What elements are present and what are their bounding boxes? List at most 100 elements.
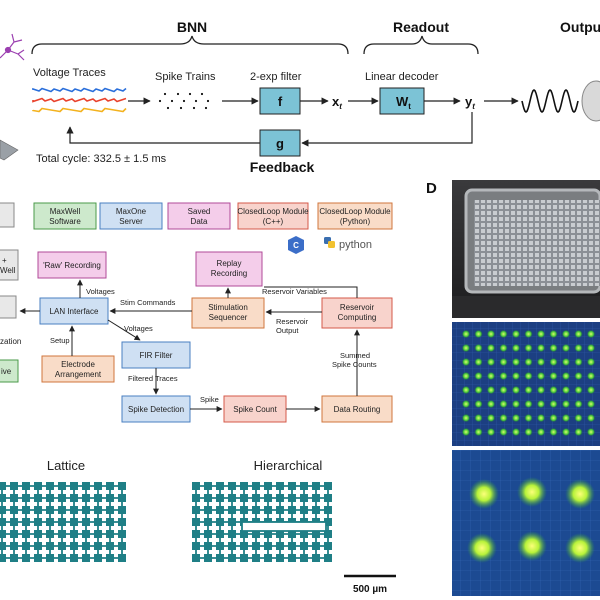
- fluorescent-dot: [474, 399, 483, 409]
- fluorescent-dot: [461, 413, 471, 423]
- node: [288, 482, 296, 490]
- fluorescent-dot: [536, 385, 546, 395]
- top-box-label-line: (Python): [340, 217, 371, 226]
- node: [82, 530, 90, 538]
- node: [106, 506, 114, 514]
- partial-text-1: +: [2, 256, 7, 265]
- fluorescent-spot: [517, 477, 547, 507]
- box-w-label: Wt: [396, 94, 411, 111]
- output-device-icon: [581, 80, 600, 122]
- node: [22, 506, 30, 514]
- node: [94, 482, 102, 490]
- top-box-label-line: Saved: [188, 207, 211, 216]
- node: [204, 542, 212, 550]
- feedback-line-down: [301, 112, 473, 147]
- fluorescent-dot: [574, 329, 583, 339]
- spike-dot: [166, 106, 170, 110]
- node: [324, 518, 332, 526]
- spike-dot: [192, 106, 196, 110]
- node: [204, 518, 212, 526]
- edge-voltages-1: Voltages: [86, 287, 115, 296]
- partial-box-3: [0, 295, 17, 319]
- fluorescent-dot: [561, 357, 571, 367]
- node: [300, 530, 308, 538]
- replay-recording-box: [195, 251, 263, 287]
- fluorescent-dot: [511, 399, 521, 409]
- fluorescent-dot: [524, 413, 533, 423]
- node: [22, 494, 30, 502]
- node: [10, 494, 18, 502]
- fluorescent-spot: [467, 533, 497, 563]
- fluorescent-spot: [565, 479, 595, 509]
- fluorescent-dot: [474, 329, 483, 339]
- fluorescent-spot: [565, 533, 595, 563]
- readout-brace: [363, 35, 479, 55]
- node: [276, 554, 284, 562]
- node: [204, 494, 212, 502]
- fluorescent-dot: [499, 413, 508, 423]
- data-routing-label: Data Routing: [334, 405, 381, 414]
- chip-icon: [0, 139, 19, 161]
- x-t-sub: t: [339, 102, 342, 111]
- node: [70, 494, 78, 502]
- fluorescent-dot: [586, 413, 596, 423]
- fluorescent-dot: [524, 427, 533, 437]
- node: [276, 506, 284, 514]
- fluorescent-dot: [549, 329, 558, 339]
- fluorescent-dot: [549, 413, 558, 423]
- node: [192, 494, 200, 502]
- node: [204, 482, 212, 490]
- node: [0, 530, 6, 538]
- node: [34, 506, 42, 514]
- top-box-label: ClosedLoop Module(Python): [319, 207, 391, 226]
- fluorescent-dot: [511, 427, 521, 437]
- fluorescent-dot: [574, 371, 583, 381]
- chip-photo: [452, 180, 600, 318]
- node: [10, 506, 18, 514]
- voltage-trace: [32, 107, 127, 113]
- fluorescent-dot: [561, 343, 571, 353]
- voltage-traces-label: Voltage Traces: [33, 67, 106, 79]
- resout-line-1: Reservoir: [276, 317, 309, 326]
- node: [228, 494, 236, 502]
- node: [94, 554, 102, 562]
- node: [82, 554, 90, 562]
- fluorescent-dot: [574, 343, 583, 353]
- arrow-reservoir-to-replay: [264, 286, 358, 298]
- node: [252, 542, 260, 550]
- node: [106, 554, 114, 562]
- fluorescent-dot: [586, 343, 596, 353]
- spike-count-box: [223, 395, 287, 423]
- node: [0, 518, 6, 526]
- node: [106, 542, 114, 550]
- fluorescent-dot: [511, 357, 521, 367]
- node: [192, 542, 200, 550]
- fluorescent-dot: [511, 329, 521, 339]
- node: [10, 542, 18, 550]
- box-f-label: f: [278, 94, 283, 109]
- node: [34, 554, 42, 562]
- neuron-icon: [0, 33, 25, 61]
- voltage-traces: [32, 87, 127, 113]
- top-box: [237, 202, 309, 230]
- fluorescent-dot: [511, 371, 521, 381]
- resv-line-1: Reservoir: [340, 303, 375, 312]
- big-spots: [467, 477, 595, 563]
- box-g-label: g: [276, 136, 284, 151]
- node: [82, 494, 90, 502]
- node: [10, 518, 18, 526]
- flow-arrows: [19, 279, 360, 412]
- raw-recording-box: [37, 251, 107, 279]
- fluorescent-dot: [536, 329, 546, 339]
- fluorescent-dot: [586, 399, 596, 409]
- elec-line-2: Arrangement: [55, 370, 102, 379]
- fluorescent-dot: [461, 427, 471, 437]
- python-text: python: [339, 239, 372, 251]
- node: [216, 554, 224, 562]
- raw-recording-label: 'Raw' Recording: [43, 261, 101, 270]
- node: [264, 482, 272, 490]
- replay-line-1: Replay: [217, 259, 242, 268]
- summed-line-2: Spike Counts: [332, 360, 377, 369]
